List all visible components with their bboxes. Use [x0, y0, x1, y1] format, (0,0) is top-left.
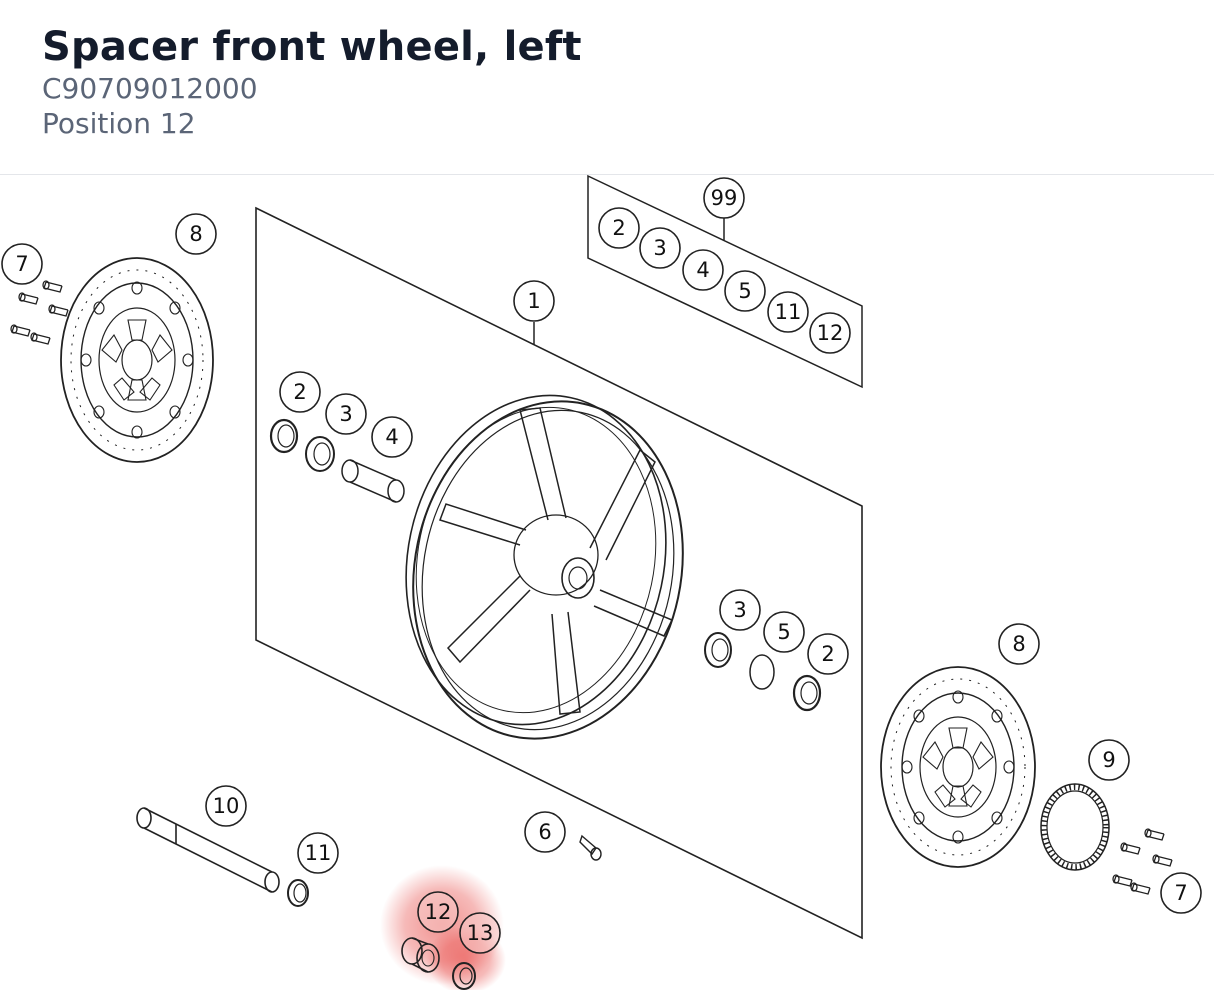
callout-2-right[interactable]: 2 [807, 633, 849, 675]
circlip-5 [749, 654, 775, 690]
wheel-rim [405, 394, 684, 740]
callout-9[interactable]: 9 [1088, 739, 1130, 781]
callout-label: 4 [385, 425, 398, 449]
part-title: Spacer front wheel, left [42, 24, 582, 70]
callout-label: 2 [293, 380, 306, 404]
tire-valve-6 [579, 834, 602, 861]
callout-label: 1 [527, 289, 540, 313]
bolts-left [10, 280, 69, 345]
callout-kit-3[interactable]: 3 [639, 227, 681, 269]
callout-label: 11 [305, 841, 332, 865]
part-position: Position 12 [42, 107, 196, 140]
callout-label: 3 [653, 236, 666, 260]
callout-12-highlighted[interactable]: 12 [417, 891, 459, 933]
callout-label: 3 [339, 402, 352, 426]
callout-group: 99 2 3 4 5 11 12 1 [1, 177, 1202, 954]
seal-right-2 [792, 674, 822, 712]
callout-label: 4 [696, 258, 709, 282]
callout-label: 13 [467, 921, 494, 945]
callout-label: 7 [15, 252, 28, 276]
abs-sensor-ring-9 [1040, 783, 1110, 871]
brake-disc-right [880, 666, 1036, 868]
callout-label: 6 [538, 820, 551, 844]
callout-label: 99 [711, 186, 738, 210]
wheel-axle-10 [136, 807, 280, 893]
callout-6[interactable]: 6 [524, 811, 566, 853]
part-number: C90709012000 [42, 72, 258, 105]
leader-lines [533, 218, 725, 345]
callout-11[interactable]: 11 [297, 832, 339, 874]
spacer-11 [287, 879, 309, 907]
bearing-right-3 [704, 632, 732, 668]
callout-7-left[interactable]: 7 [1, 243, 43, 285]
callout-label: 5 [738, 279, 751, 303]
callout-99[interactable]: 99 [703, 177, 745, 219]
spacer-12-highlighted [401, 937, 440, 973]
callout-label: 2 [821, 642, 834, 666]
callout-8-left[interactable]: 8 [175, 213, 217, 255]
callout-label: 8 [1012, 632, 1025, 656]
callout-label: 2 [612, 216, 625, 240]
callout-2-left[interactable]: 2 [279, 371, 321, 413]
callout-4-left[interactable]: 4 [371, 416, 413, 458]
brake-disc-left [60, 257, 214, 463]
part-13-highlighted [452, 962, 476, 990]
callout-label: 12 [817, 321, 844, 345]
bolts-right [1112, 828, 1173, 895]
wheel-assembly-frame [255, 206, 863, 940]
spacer-tube-4 [341, 459, 405, 503]
kit-99-frame [587, 174, 863, 389]
callout-label: 5 [777, 620, 790, 644]
callout-8-right[interactable]: 8 [998, 623, 1040, 665]
callout-kit-12[interactable]: 12 [809, 312, 851, 354]
callout-kit-4[interactable]: 4 [682, 249, 724, 291]
callout-kit-11[interactable]: 11 [767, 291, 809, 333]
callout-1[interactable]: 1 [513, 280, 555, 322]
bearing-left-3 [305, 436, 335, 472]
callout-label: 9 [1102, 748, 1115, 772]
part-header: Spacer front wheel, left C90709012000 Po… [0, 0, 1214, 175]
callout-3-left[interactable]: 3 [325, 393, 367, 435]
callout-5-right[interactable]: 5 [763, 611, 805, 653]
callout-label: 12 [425, 900, 452, 924]
callout-kit-5[interactable]: 5 [724, 270, 766, 312]
callout-label: 10 [213, 794, 240, 818]
callout-kit-2[interactable]: 2 [598, 207, 640, 249]
callout-label: 3 [733, 598, 746, 622]
callout-7-right[interactable]: 7 [1160, 872, 1202, 914]
callout-label: 8 [189, 222, 202, 246]
seal-left-2 [269, 418, 299, 454]
callout-label: 11 [775, 300, 802, 324]
callout-3-right[interactable]: 3 [719, 589, 761, 631]
callout-13-highlighted[interactable]: 13 [459, 912, 501, 954]
callout-label: 7 [1174, 881, 1187, 905]
callout-10[interactable]: 10 [205, 785, 247, 827]
